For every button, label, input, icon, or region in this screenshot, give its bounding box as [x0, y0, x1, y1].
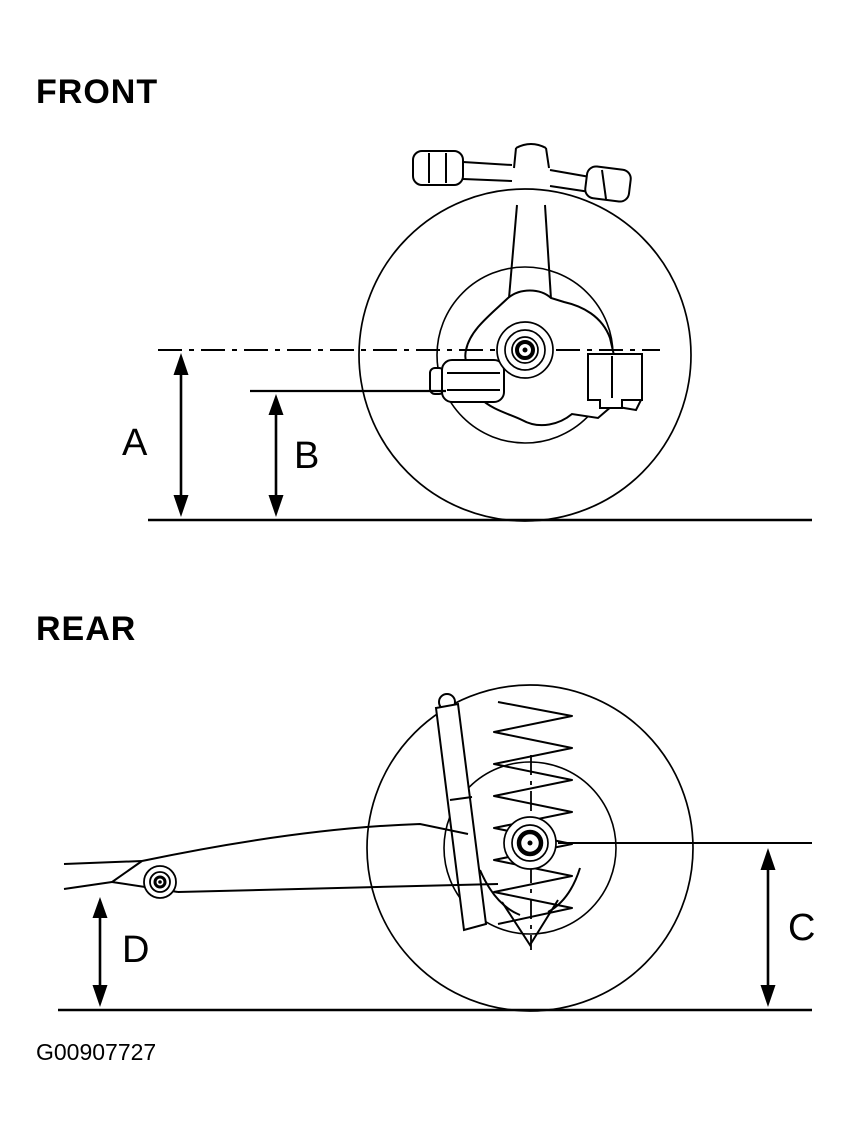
- front-right-bracket-body: [587, 353, 643, 409]
- rear-knuckle-bottom-point: [501, 899, 559, 947]
- front-hub-inner-ring: [511, 336, 539, 364]
- dimension-arrow-c: [760, 848, 776, 1007]
- shock-seam-line: [449, 796, 473, 801]
- front-hub-bold-ring: [515, 340, 535, 360]
- bushing-mid-ring: [149, 871, 171, 893]
- dimension-arrow-d-head-bottom: [92, 985, 108, 1007]
- tie-rod-shaft-bottom-right: [549, 185, 591, 193]
- front-right-bracket: [587, 353, 643, 409]
- rear-coil-spring: [493, 701, 573, 925]
- rear-hub-mid-ring: [511, 824, 549, 862]
- rear-knuckle-left-contour: [479, 869, 521, 916]
- rear-trailing-arm: [63, 822, 499, 893]
- dimension-arrow-a-head-bottom: [173, 495, 189, 517]
- front-tie-rod: [412, 150, 632, 203]
- dimension-arrow-b: [268, 394, 284, 517]
- trailing-arm-upper-left-line: [63, 860, 143, 865]
- front-left-bracket: [429, 359, 505, 403]
- tie-rod-left-nut: [412, 150, 464, 186]
- rear-section: REAR: [36, 610, 815, 1012]
- rear-rim-circle: [443, 761, 617, 935]
- tie-rod-shaft-bottom-left: [462, 178, 513, 182]
- shock-body: [434, 702, 488, 932]
- tie-rod-right-end: [584, 165, 632, 203]
- rear-knuckle: [479, 867, 581, 947]
- dimension-d-label: D: [122, 929, 149, 971]
- rear-shock-absorber: [434, 693, 488, 932]
- front-section-label: FRONT: [36, 73, 158, 111]
- figure-id: G00907727: [36, 1039, 156, 1065]
- bushing-center: [158, 880, 162, 884]
- dimension-arrow-a: [173, 353, 189, 517]
- strut-body-right-edge: [544, 204, 552, 300]
- bushing-inner-ring: [153, 875, 167, 889]
- dimension-c-label: C: [788, 907, 815, 949]
- front-left-bracket-body: [441, 359, 505, 403]
- dimension-arrow-c-head-top: [760, 848, 776, 870]
- dimension-b-label: B: [294, 435, 319, 477]
- front-hub: [496, 321, 554, 379]
- front-strut: [508, 143, 552, 300]
- trailing-arm-upper-edge: [141, 822, 469, 862]
- dimension-arrow-a-head-top: [173, 353, 189, 375]
- strut-top-mount: [513, 143, 550, 169]
- tie-rod-shaft-top-left: [462, 161, 513, 166]
- tie-rod-shaft-top-right: [549, 169, 591, 178]
- strut-body-left-edge: [508, 204, 518, 299]
- dimension-a-label: A: [122, 422, 148, 464]
- dimension-arrow-c-head-bottom: [760, 985, 776, 1007]
- rear-hub: [503, 816, 557, 870]
- dimension-arrow-d: [92, 897, 108, 1007]
- trailing-arm-lower-left-line: [63, 881, 113, 890]
- dimension-arrow-b-head-bottom: [268, 495, 284, 517]
- front-hub-center: [522, 347, 528, 353]
- rear-bushing: [143, 865, 177, 899]
- trailing-arm-lower-edge: [177, 883, 499, 893]
- front-hub-mid-ring: [504, 329, 546, 371]
- tie-rod-right-facet: [601, 169, 607, 200]
- dimension-arrow-b-head-top: [268, 394, 284, 415]
- front-section: FRONT: [36, 73, 812, 522]
- rear-hub-center: [527, 840, 533, 846]
- dimension-arrow-d-head-top: [92, 897, 108, 918]
- rear-hub-bold-ring: [516, 829, 544, 857]
- rear-section-label: REAR: [36, 610, 136, 648]
